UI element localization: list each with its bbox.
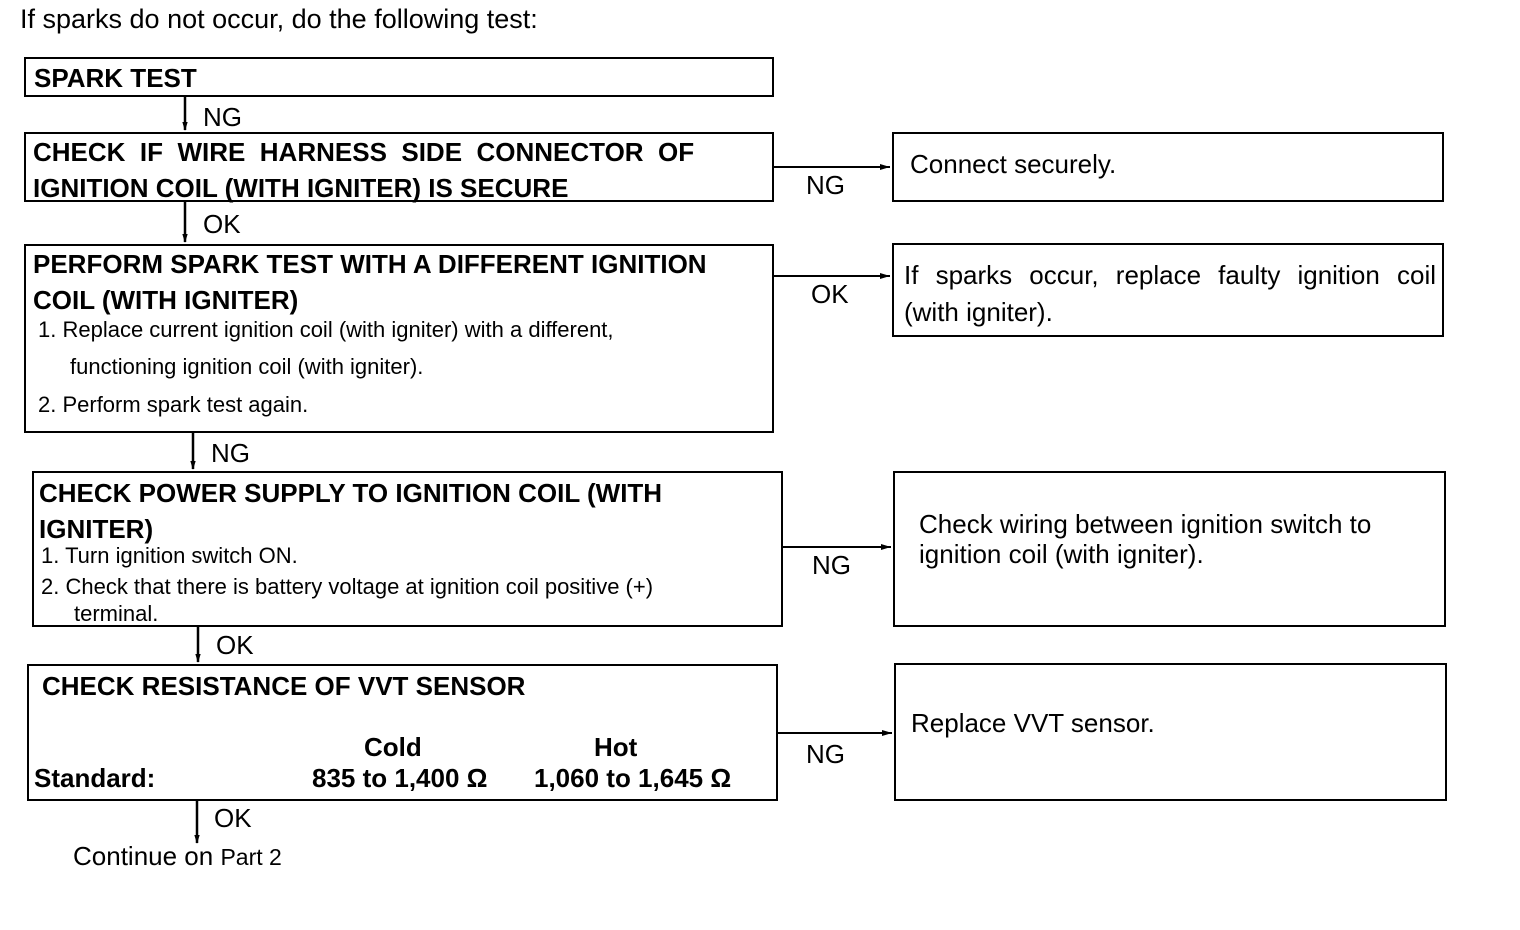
cold-value: 835 to 1,400 Ω [312, 763, 488, 793]
step-item-2: 2. Perform spark test again. [38, 392, 309, 417]
label-down-5: OK [214, 803, 252, 833]
cold-header: Cold [364, 732, 422, 762]
label-down-1: NG [203, 102, 242, 132]
step-title-line-2: IGNITER) [39, 514, 154, 544]
result-text: Connect securely. [910, 149, 1117, 179]
result-text: If sparks occur, replace faulty ignition… [904, 260, 1436, 327]
step-power-supply: CHECK POWER SUPPLY TO IGNITION COIL (WIT… [32, 471, 783, 627]
continue-part: Part 2 [220, 844, 282, 870]
standard-table: Cold Hot Standard: 835 to 1,400 Ω 1,060 … [29, 666, 776, 799]
result-replace-vvt-sensor: Replace VVT sensor. [894, 663, 1447, 801]
step-title-line-1: CHECK IF WIRE HARNESS SIDE CONNECTOR OF [33, 137, 695, 167]
result-replace-coil: If sparks occur, replace faulty ignition… [892, 243, 1444, 337]
step-item-2-cont: terminal. [74, 601, 159, 626]
step-check-connector: CHECK IF WIRE HARNESS SIDE CONNECTOR OF … [24, 132, 774, 203]
step-vvt-resistance: CHECK RESISTANCE OF VVT SENSOR Cold Hot … [27, 664, 778, 801]
continue-note: Continue on Part 2 [73, 841, 282, 872]
label-right-1: NG [806, 170, 845, 200]
hot-header: Hot [594, 732, 638, 762]
result-check-wiring: Check wiring between ignition switch to … [893, 471, 1446, 627]
label-down-2: OK [203, 209, 241, 239]
step-item-1: 1. Turn ignition switch ON. [41, 543, 298, 568]
step-item-2: 2. Check that there is battery voltage a… [41, 574, 654, 599]
step-title: SPARK TEST [34, 63, 197, 93]
label-right-3: NG [812, 550, 851, 580]
step-item-1-cont: functioning ignition coil (with igniter)… [70, 354, 424, 379]
result-text: Replace VVT sensor. [911, 708, 1155, 738]
step-title-line-2: IGNITION COIL (WITH IGNITER) IS SECURE [33, 173, 569, 203]
hot-value: 1,060 to 1,645 Ω [534, 763, 732, 793]
standard-label: Standard: [34, 763, 156, 793]
step-spark-test: SPARK TEST [24, 57, 774, 97]
label-right-2: OK [811, 279, 849, 309]
step-title-line-1: PERFORM SPARK TEST WITH A DIFFERENT IGNI… [33, 249, 707, 279]
step-title-line-1: CHECK POWER SUPPLY TO IGNITION COIL (WIT… [39, 478, 663, 508]
label-down-3: NG [211, 438, 250, 468]
label-right-4: NG [806, 739, 845, 769]
step-title: CHECK RESISTANCE OF VVT SENSOR [42, 671, 526, 701]
label-down-4: OK [216, 630, 254, 660]
result-connect-securely: Connect securely. [892, 132, 1444, 202]
result-text: Check wiring between ignition switch to … [919, 509, 1372, 569]
intro-text: If sparks do not occur, do the following… [20, 4, 538, 34]
continue-text: Continue on [73, 841, 214, 871]
step-item-1: 1. Replace current ignition coil (with i… [38, 317, 614, 342]
step-title-line-2: COIL (WITH IGNITER) [33, 285, 299, 315]
step-different-coil: PERFORM SPARK TEST WITH A DIFFERENT IGNI… [24, 244, 774, 433]
